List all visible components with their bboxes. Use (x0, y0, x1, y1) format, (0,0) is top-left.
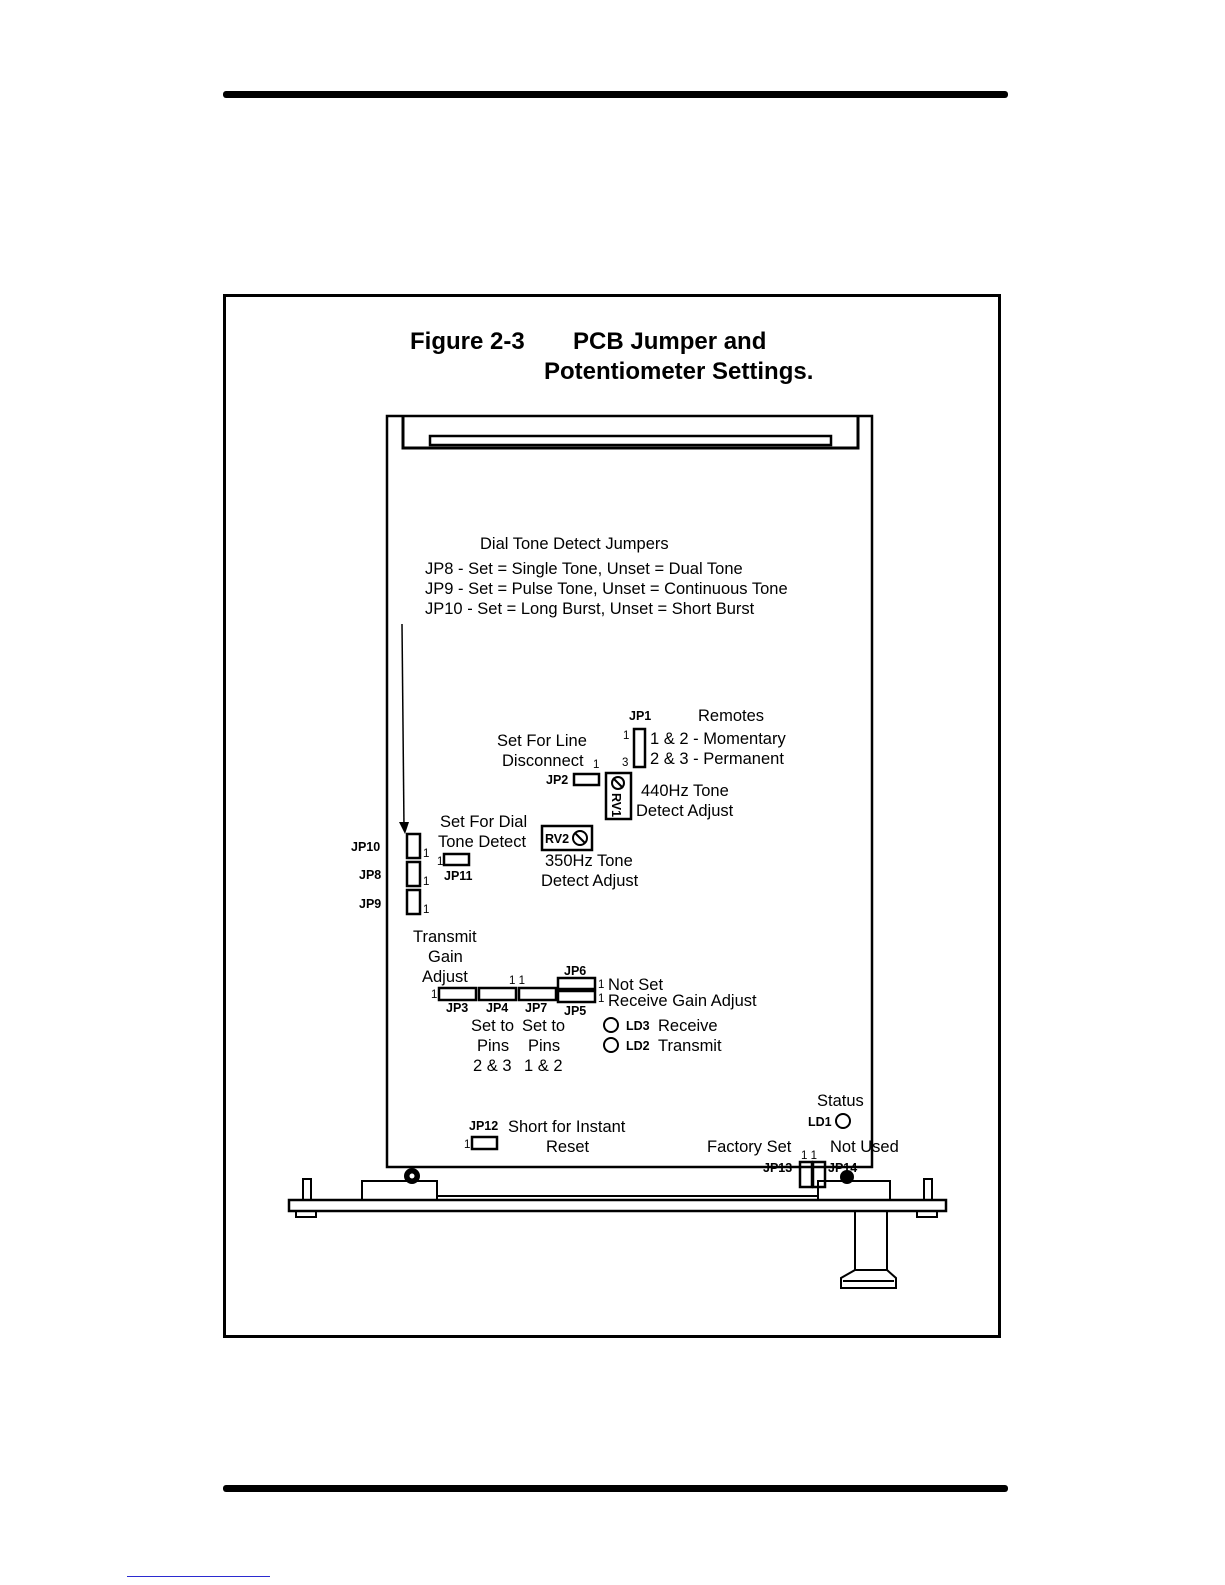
set-to-right-line1: Set to (522, 1017, 565, 1035)
jp2-label2: Disconnect (502, 752, 584, 770)
jp12-pin: 1 (464, 1139, 470, 1151)
set-to-left-line2: Pins (477, 1037, 509, 1055)
jp1-option2: 2 & 3 - Permanent (650, 750, 784, 768)
dial-tone-heading: Dial Tone Detect Jumpers (480, 535, 669, 553)
footer-rule (223, 1485, 1008, 1492)
jp6-jumper (556, 976, 597, 991)
ld3-label: Receive (658, 1017, 718, 1035)
jp12-tag: JP12 (469, 1119, 498, 1133)
jp11-label2: Tone Detect (438, 833, 526, 851)
jp11-tag: JP11 (444, 869, 473, 883)
jp8-tag: JP8 (359, 868, 381, 882)
jp5-jumper (556, 989, 597, 1004)
arrow-to-jp10 (399, 623, 409, 834)
ld3-led (603, 1017, 619, 1033)
jp2-tag: JP2 (546, 773, 568, 787)
jp10-pin: 1 (423, 848, 429, 860)
rv2-label1: 350Hz Tone (545, 852, 633, 870)
jp13-jp14-pins: 1 1 (801, 1150, 817, 1162)
jp7-jumper (517, 986, 558, 1002)
jp11-label1: Set For Dial (440, 813, 527, 831)
rv2-tag: RV2 (545, 832, 569, 846)
jp12-label2: Reset (546, 1138, 590, 1156)
jp4-jp7-pins: 1 1 (509, 975, 525, 987)
jp1-pin3: 3 (622, 757, 628, 769)
pcb-board (385, 414, 874, 1169)
set-to-left-line3: 2 & 3 (473, 1057, 512, 1075)
jp3-tag: JP3 (446, 1001, 468, 1015)
figure-title-line2: Potentiometer Settings. (544, 358, 814, 385)
ld1-label: Status (817, 1092, 864, 1110)
ld2-tag: LD2 (626, 1039, 650, 1053)
jp2-jumper (572, 772, 601, 787)
figure-title-line1: PCB Jumper and (573, 328, 767, 355)
ld3-tag: LD3 (626, 1019, 650, 1033)
front-panel (287, 1178, 948, 1218)
jp1-pin1: 1 (623, 730, 629, 742)
transmit-line2: Gain (428, 948, 463, 966)
jp1-tag: JP1 (629, 709, 651, 723)
set-to-right-line2: Pins (528, 1037, 560, 1055)
ld1-led (835, 1113, 851, 1129)
ribbon-cable (840, 1211, 897, 1289)
ld2-label: Transmit (658, 1037, 722, 1055)
rv1-tag: RV1 (609, 793, 623, 817)
edge-connector (401, 417, 860, 450)
rv2-potentiometer (540, 824, 594, 852)
jp7-tag: JP7 (525, 1001, 547, 1015)
jp13-tag: JP13 (763, 1161, 792, 1175)
jp4-jumper (477, 986, 518, 1002)
jp6-tag: JP6 (564, 964, 586, 978)
dial-tone-line1: JP8 - Set = Single Tone, Unset = Dual To… (425, 560, 743, 578)
header-rule (223, 91, 1008, 98)
set-to-right-line3: 1 & 2 (524, 1057, 563, 1075)
jp3-jumper (437, 986, 478, 1002)
factory-set-label: Factory Set (707, 1138, 792, 1156)
jp6-label: Not Set (608, 976, 663, 994)
jp11-pin: 1 (437, 856, 443, 868)
dial-tone-line2: JP9 - Set = Pulse Tone, Unset = Continuo… (425, 580, 788, 598)
jp1-jumper (632, 727, 647, 769)
set-to-left-line1: Set to (471, 1017, 514, 1035)
jp4-tag: JP4 (486, 1001, 508, 1015)
transmit-line1: Transmit (413, 928, 477, 946)
jp1-option1: 1 & 2 - Momentary (650, 730, 786, 748)
rv1-label2: Detect Adjust (636, 802, 734, 820)
jp5-label: Receive Gain Adjust (608, 992, 757, 1010)
jp1-title: Remotes (698, 707, 764, 725)
jp8-jumper (405, 860, 422, 888)
jp2-pin: 1 (593, 759, 599, 771)
figure-number: Figure 2-3 (410, 328, 525, 355)
dial-tone-line3: JP10 - Set = Long Burst, Unset = Short B… (425, 600, 755, 618)
ld2-led (603, 1037, 619, 1053)
jp5-tag: JP5 (564, 1004, 586, 1018)
jp6-pin: 1 (598, 979, 604, 991)
jp9-jumper (405, 888, 422, 916)
jp9-pin: 1 (423, 904, 429, 916)
jp10-jumper (405, 832, 422, 860)
footer-link-underline (127, 1576, 270, 1577)
jp14-tag: JP14 (828, 1161, 857, 1175)
jp8-pin: 1 (423, 876, 429, 888)
ld1-tag: LD1 (808, 1115, 832, 1129)
not-used-label: Not Used (830, 1138, 899, 1156)
jp3-pin: 1 (431, 989, 437, 1001)
jp12-jumper (470, 1135, 499, 1151)
jp5-pin: 1 (598, 993, 604, 1005)
rv2-adjust-icon (572, 830, 588, 846)
jp10-tag: JP10 (351, 840, 380, 854)
mounting-hole-center (409, 1173, 415, 1179)
rv1-potentiometer (604, 771, 633, 821)
jp9-tag: JP9 (359, 897, 381, 911)
jp12-label1: Short for Instant (508, 1118, 626, 1136)
rv1-label1: 440Hz Tone (641, 782, 729, 800)
jp11-jumper (442, 852, 471, 867)
rv2-label2: Detect Adjust (541, 872, 639, 890)
transmit-line3: Adjust (422, 968, 468, 986)
figure-frame (223, 294, 1001, 1338)
jp2-label1: Set For Line (497, 732, 587, 750)
